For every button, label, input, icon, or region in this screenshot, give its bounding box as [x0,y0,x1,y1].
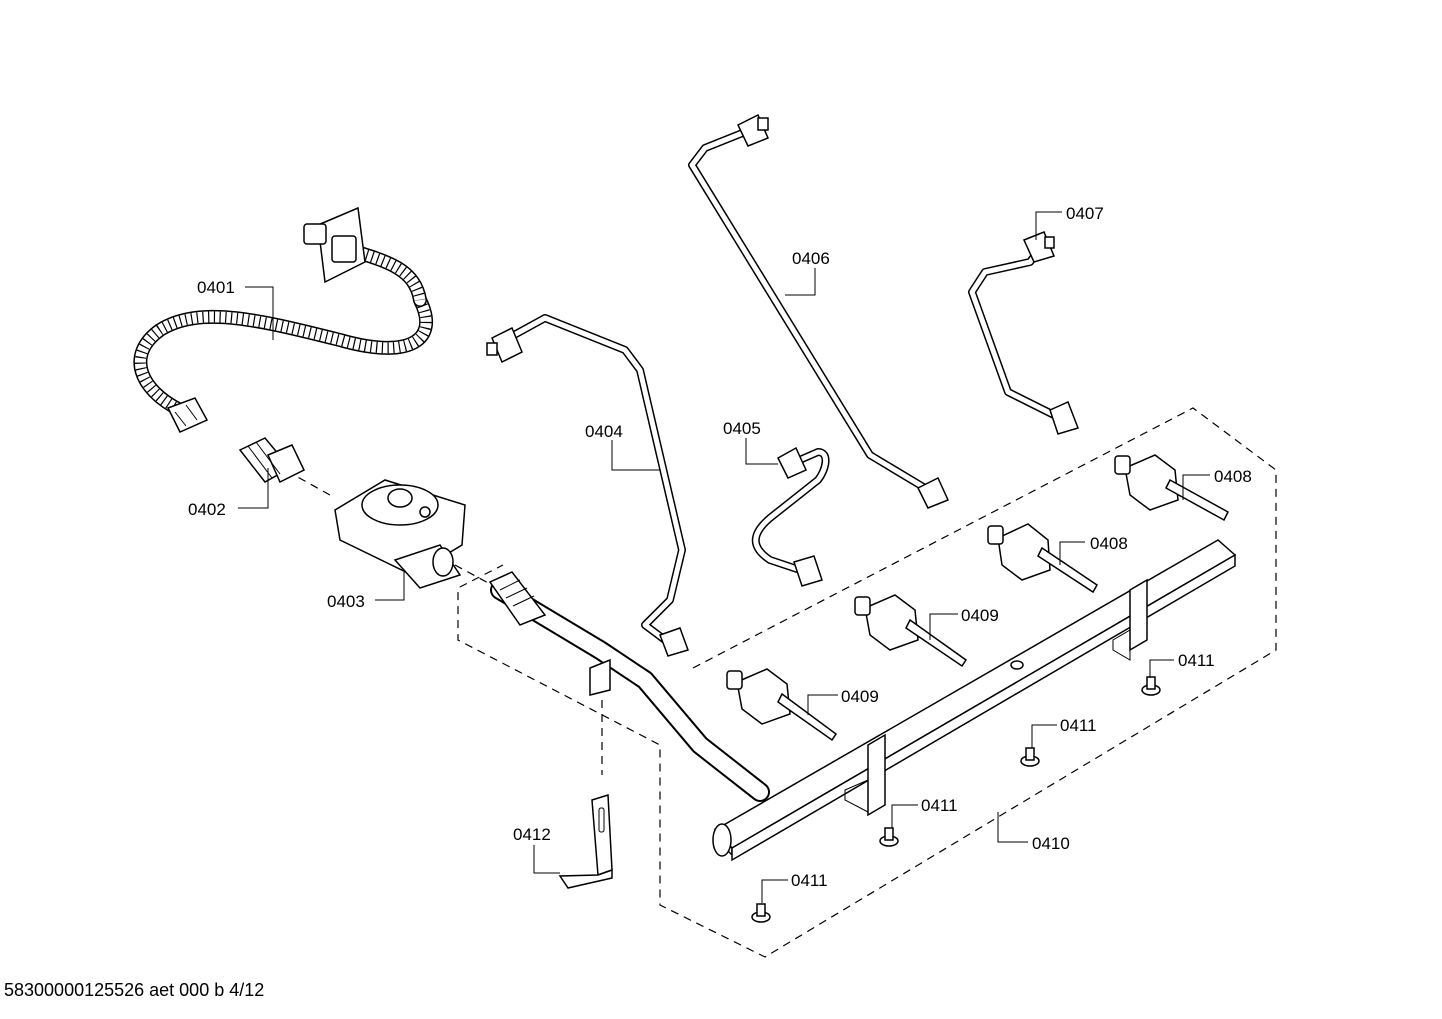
part-0411-screw-c[interactable] [879,827,899,847]
part-0405-short-pipe[interactable] [751,446,830,587]
part-0411-screw-d[interactable] [751,903,771,923]
label-0411-a: 0411 [1178,651,1215,670]
part-0410-manifold[interactable] [488,539,1237,862]
part-0404-gas-pipe[interactable] [486,314,689,657]
part-0408-valve-a[interactable] [1114,454,1229,522]
label-0411-c: 0411 [921,796,958,815]
part-0411-screw-b[interactable] [1020,747,1040,767]
part-0409-valve-a[interactable] [854,594,968,668]
label-0412: 0412 [513,825,551,844]
label-0410: 0410 [1032,834,1070,853]
label-0411-d: 0411 [791,871,828,890]
label-0405: 0405 [723,419,761,438]
label-0404: 0404 [585,422,623,441]
label-0402: 0402 [188,500,226,519]
part-0412-bracket[interactable] [558,793,613,889]
label-0408-b: 0408 [1090,534,1128,553]
label-0403: 0403 [327,592,365,611]
part-0403-pressure-regulator[interactable] [334,479,466,589]
label-0408-a: 0408 [1214,467,1252,486]
label-0407: 0407 [1066,204,1104,223]
part-0406-long-pipe[interactable] [688,113,950,509]
label-0406: 0406 [792,249,830,268]
part-0411-screw-a[interactable] [1141,676,1161,696]
part-0402-fitting[interactable] [238,437,305,484]
label-0409-b: 0409 [841,687,879,706]
label-0411-b: 0411 [1060,716,1097,735]
label-0401: 0401 [197,278,235,297]
part-0407-gas-pipe[interactable] [968,231,1079,435]
part-0401-flex-hose[interactable] [133,206,433,433]
part-0409-valve-b[interactable] [726,668,838,742]
document-id: 58300000125526 aet 000 b 4/12 [4,980,265,1000]
part-0408-valve-b[interactable] [987,523,1098,594]
leader-lines [238,211,1210,903]
label-0409-a: 0409 [961,606,999,625]
